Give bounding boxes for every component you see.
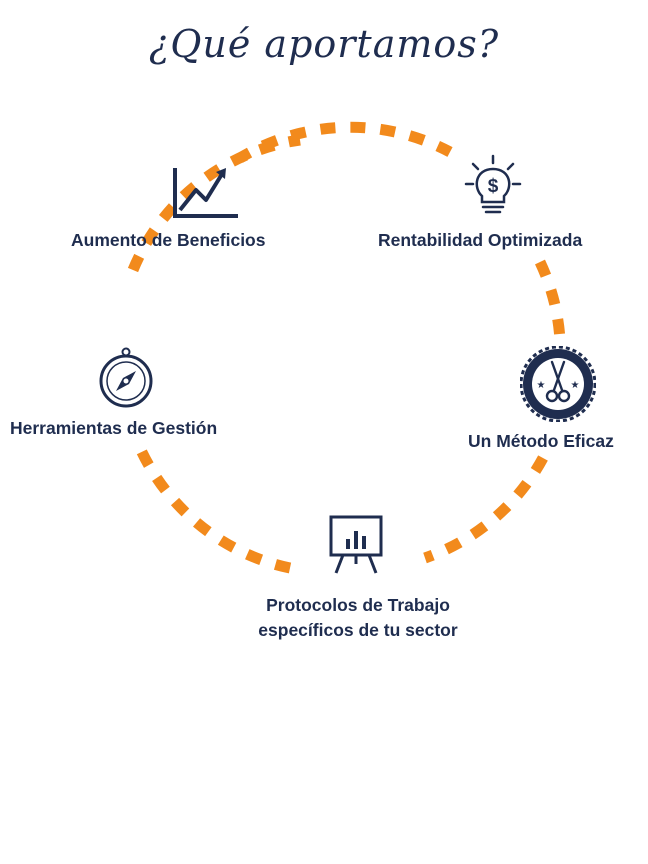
label-aumento-beneficios: Aumento de Beneficios [71,230,266,250]
growth-chart-icon [173,168,238,218]
scissors-badge-icon: ★ ★ [520,346,596,422]
svg-text:★: ★ [537,380,546,391]
label-protocolos-linea2: específicos de tu sector [258,620,458,640]
label-rentabilidad-optimizada: Rentabilidad Optimizada [378,230,583,250]
presentation-chart-icon [329,515,383,574]
label-protocolos-linea1: Protocolos de Trabajo [266,595,450,615]
svg-text:★: ★ [571,380,580,391]
label-metodo-eficaz: Un Método Eficaz [468,431,614,451]
svg-text:$: $ [488,176,499,197]
lightbulb-dollar-icon: $ [464,154,522,214]
page-title: ¿Qué aportamos? [148,22,500,66]
label-herramientas-gestion: Herramientas de Gestión [10,418,218,438]
compass-icon [99,347,153,408]
